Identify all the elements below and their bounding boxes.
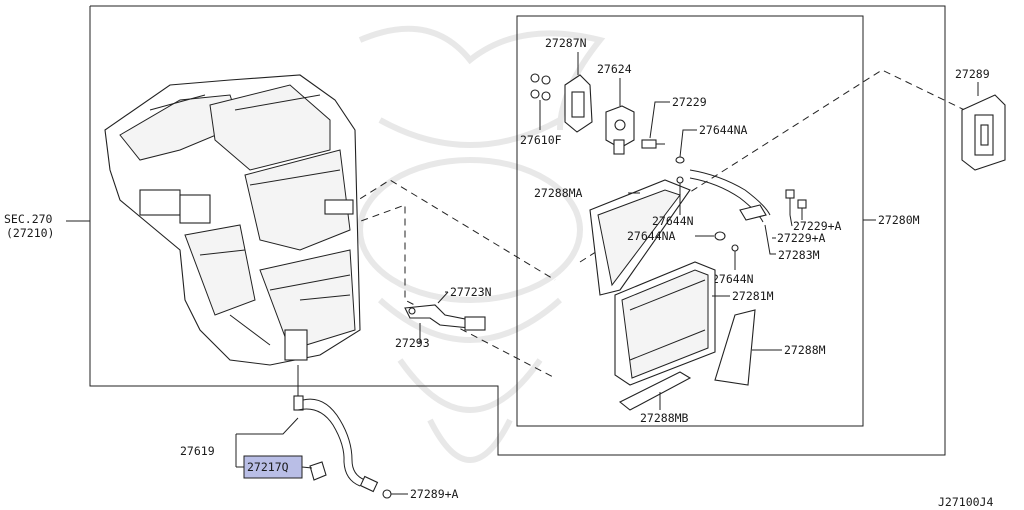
label-27289A[interactable]: 27289+A bbox=[410, 487, 459, 501]
label-27644N-low[interactable]: 27644N bbox=[712, 272, 754, 286]
label-27280M[interactable]: 27280M bbox=[878, 213, 920, 227]
label-27229[interactable]: 27229 bbox=[672, 95, 707, 109]
label-27283M[interactable]: 27283M bbox=[778, 248, 820, 262]
label-27229A-2[interactable]: 27229+A bbox=[777, 231, 826, 245]
projection-line-2 bbox=[349, 204, 556, 379]
part-27229A-bolts bbox=[785, 189, 807, 220]
part-27644N-low bbox=[731, 244, 739, 252]
label-27644NA-top[interactable]: 27644NA bbox=[699, 123, 748, 137]
part-27624-expansion-valve bbox=[605, 105, 635, 155]
watermark-emblem bbox=[357, 25, 606, 463]
highlight-27217Q bbox=[243, 455, 303, 479]
label-27624[interactable]: 27624 bbox=[597, 62, 632, 76]
part-27288M-insulator bbox=[714, 309, 756, 386]
label-27293[interactable]: 27293 bbox=[395, 336, 430, 350]
projection-line-3 bbox=[579, 69, 976, 263]
part-27610F bbox=[530, 73, 551, 101]
evaporator-frame bbox=[516, 15, 864, 427]
label-sec-270[interactable]: SEC.270 bbox=[4, 212, 53, 226]
diagram-ref-code: J27100J4 bbox=[938, 495, 993, 509]
part-27644N-mid bbox=[676, 176, 684, 184]
part-27287N bbox=[564, 74, 593, 133]
projection-line-1 bbox=[349, 179, 556, 281]
label-27619[interactable]: 27619 bbox=[180, 444, 215, 458]
label-27287N[interactable]: 27287N bbox=[545, 36, 587, 50]
label-27281M[interactable]: 27281M bbox=[732, 289, 774, 303]
label-27723N[interactable]: 27723N bbox=[450, 285, 492, 299]
drain-hose bbox=[293, 365, 379, 493]
part-27288MB-strip bbox=[618, 371, 692, 411]
label-sec-ref: (27210) bbox=[6, 226, 54, 240]
part-27281M-evaporator bbox=[614, 261, 716, 386]
heater-unit-assembly bbox=[104, 74, 361, 366]
label-27289[interactable]: 27289 bbox=[955, 67, 990, 81]
part-27288MA-insulator bbox=[589, 179, 691, 296]
label-27229A-1[interactable]: 27229+A bbox=[793, 219, 842, 233]
part-27229-bolt bbox=[641, 139, 665, 149]
part-27283M-pipe bbox=[689, 169, 771, 223]
label-27610F[interactable]: 27610F bbox=[520, 133, 562, 147]
label-27288M[interactable]: 27288M bbox=[784, 343, 826, 357]
part-27644NA-top bbox=[675, 156, 685, 164]
label-27644N-mid[interactable]: 27644N bbox=[652, 214, 694, 228]
part-27289-seal bbox=[961, 94, 1006, 171]
label-27288MA[interactable]: 27288MA bbox=[534, 186, 583, 200]
part-27644NA-mid bbox=[714, 231, 726, 241]
sensor-bracket bbox=[404, 304, 486, 331]
label-27217Q[interactable]: 27217Q bbox=[247, 460, 289, 474]
label-27288MB[interactable]: 27288MB bbox=[640, 411, 689, 425]
main-frame bbox=[89, 5, 946, 456]
label-27644NA-mid[interactable]: 27644NA bbox=[627, 229, 676, 243]
